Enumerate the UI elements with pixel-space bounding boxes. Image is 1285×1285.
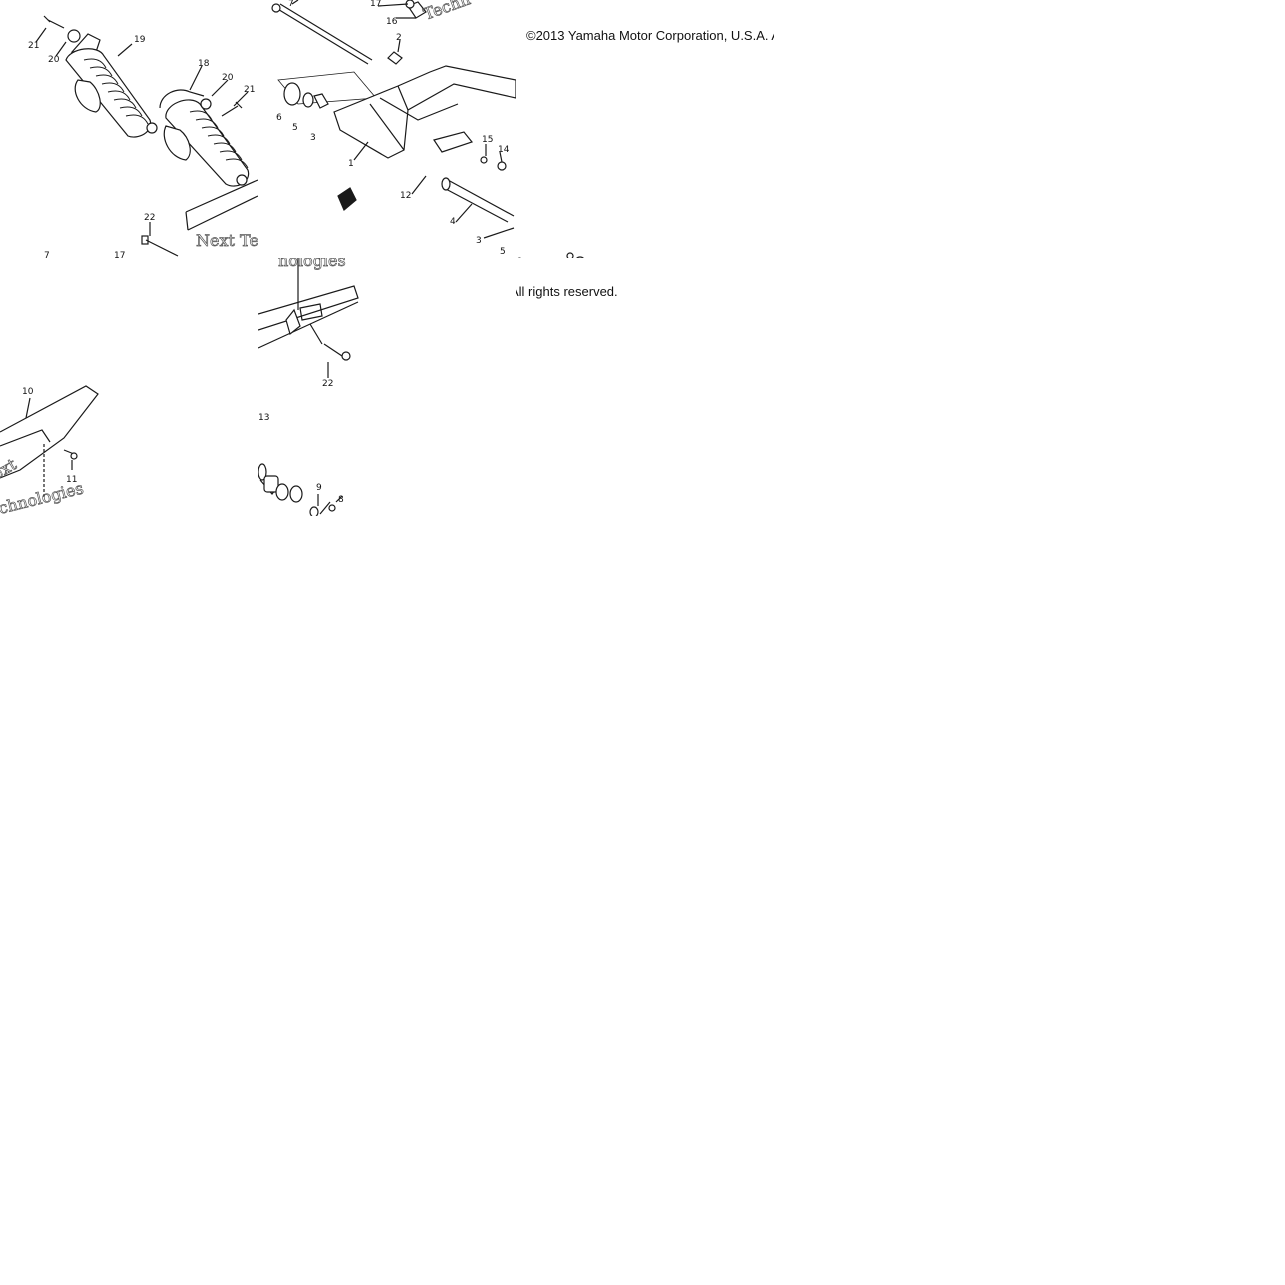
callout-15: 15 [482, 135, 493, 145]
callout-7: 7 [44, 251, 50, 258]
callout-3: 3 [310, 133, 316, 143]
callout-5: 5 [500, 247, 506, 257]
callout-21: 21 [28, 41, 39, 51]
callout-7: 7 [288, 0, 294, 9]
rights-notice: All rights reserved. [516, 284, 618, 299]
callout-18: 18 [198, 59, 210, 69]
callout-5: 5 [292, 123, 298, 133]
callout-9: 9 [316, 483, 322, 493]
callout-1: 1 [348, 159, 354, 169]
callout-8: 8 [338, 495, 344, 505]
watermark-text: Next Tec [196, 231, 258, 250]
chain-puller-diagram: 22 13 9 8 nologies [258, 258, 359, 516]
chain-case-diagram: 10 11 ext chnologies [0, 385, 99, 516]
callout-12: 12 [400, 191, 411, 201]
copyright-tile-art: 6 [516, 252, 584, 258]
shock-absorber-diagram: 21 20 19 18 20 21 22 7 17 Next Tec [28, 15, 258, 258]
tile-swingarm: 7 17 16 2 6 5 3 1 12 15 14 4 3 5 Techn [258, 0, 516, 258]
tile-rear-shocks: 21 20 19 18 20 21 22 7 17 Next Tec [0, 0, 258, 258]
watermark-text: nologies [278, 258, 346, 270]
callout-22: 22 [322, 379, 333, 389]
copyright-notice: ©2013 Yamaha Motor Corporation, U.S.A. A [526, 28, 774, 43]
callout-3: 3 [476, 236, 482, 246]
callout-17: 17 [114, 251, 125, 258]
callout-4: 4 [450, 217, 456, 227]
callout-10: 10 [22, 387, 34, 397]
callout-11: 11 [66, 475, 77, 485]
callout-19: 19 [134, 35, 146, 45]
callout-13: 13 [258, 413, 269, 423]
callout-20: 20 [48, 55, 60, 65]
tile-rights: All rights reserved. [516, 258, 774, 516]
callout-6: 6 [516, 257, 522, 258]
watermark-text: Techn [421, 0, 473, 24]
callout-21: 21 [244, 85, 255, 95]
callout-20: 20 [222, 73, 234, 83]
watermark-text: chnologies [0, 478, 85, 516]
callout-6: 6 [276, 113, 282, 123]
callout-22: 22 [144, 213, 155, 223]
tile-chain-case: 10 11 ext chnologies [0, 258, 258, 516]
tile-chain-puller: 22 13 9 8 nologies [258, 258, 516, 516]
callout-16: 16 [386, 17, 398, 27]
callout-14: 14 [498, 145, 510, 155]
tile-copyright: ©2013 Yamaha Motor Corporation, U.S.A. A… [516, 0, 774, 258]
callout-17: 17 [370, 0, 381, 9]
callout-2: 2 [396, 33, 402, 43]
swingarm-diagram: 7 17 16 2 6 5 3 1 12 15 14 4 3 5 Techn [271, 0, 516, 257]
